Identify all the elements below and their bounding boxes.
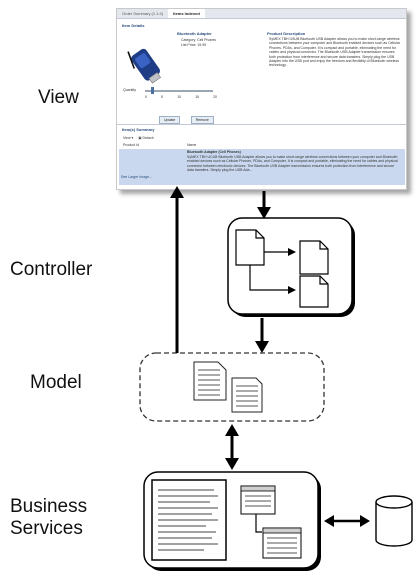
slider-tick: 5 xyxy=(161,95,163,99)
product-description-text: SyMEX TBH USUB Bluetooth USB Adapter all… xyxy=(269,37,400,68)
tab-order-summary[interactable]: Order Summary (1.1.0) xyxy=(122,11,164,16)
detach-label: Detach xyxy=(142,136,154,140)
item-actions: Update Remove xyxy=(159,108,214,126)
controller-layer-label: Controller xyxy=(10,259,93,280)
controller-doc-top-icon xyxy=(235,229,265,266)
controller-doc-right-upper-icon xyxy=(299,240,329,275)
list-price-value: 19.99 xyxy=(197,43,207,47)
business-database-bidirectional-arrow xyxy=(324,515,370,527)
controller-doc-right-lower-icon xyxy=(299,275,329,308)
quantity-slider-ticks: 0 5 10 15 20 xyxy=(145,95,217,99)
see-larger-image-link[interactable]: See Larger Image... xyxy=(121,175,152,179)
col-name: Name xyxy=(187,143,197,147)
product-description-heading: Product Description xyxy=(267,31,306,36)
slider-tick: 20 xyxy=(213,95,217,99)
business-main-document-icon xyxy=(151,479,227,561)
business-doc-connector xyxy=(255,514,262,533)
view-to-controller-arrow xyxy=(257,191,271,219)
model-box xyxy=(139,352,325,422)
view-layer-label: View xyxy=(38,87,79,108)
list-price-row: List Price: 19.99 xyxy=(181,43,206,47)
controller-flow-arrows xyxy=(249,248,296,294)
category-row: Category: Cell Phones xyxy=(181,38,216,42)
col-product-id: Product Id xyxy=(123,143,139,147)
controller-to-model-arrow xyxy=(255,318,269,353)
business-doc-lower-icon xyxy=(262,527,302,559)
business-services-layer-label: Business Services xyxy=(10,496,87,540)
model-business-bidirectional-arrow xyxy=(225,424,239,470)
quantity-slider-thumb[interactable] xyxy=(151,87,154,94)
business-services-box xyxy=(143,471,321,571)
tab-items-indexed[interactable]: Items Indexed xyxy=(168,9,205,18)
item-details-heading: Item Details xyxy=(122,23,145,28)
update-button[interactable]: Update xyxy=(159,116,181,124)
model-doc-front-icon xyxy=(231,377,263,413)
database-icon xyxy=(375,495,413,547)
detach-button[interactable]: ▣ Detach xyxy=(138,136,153,140)
slider-tick: 0 xyxy=(145,95,147,99)
quantity-label: Quantity xyxy=(123,88,137,92)
slider-tick: 15 xyxy=(195,95,199,99)
category-label: Category: xyxy=(181,38,197,42)
model-to-view-arrow xyxy=(170,186,184,353)
summary-toolbar: View ▾ ▣ Detach xyxy=(123,136,154,140)
table-row[interactable]: See Larger Image... Bluetooth Adapter (C… xyxy=(119,149,405,185)
view-menu[interactable]: View ▾ xyxy=(123,136,134,140)
items-summary-heading: Item(s) Summary xyxy=(122,127,155,132)
detach-icon: ▣ xyxy=(138,136,142,140)
screenshot-tab-bar: Order Summary (1.1.0) Items Indexed xyxy=(117,9,406,19)
business-doc-upper-icon xyxy=(240,485,276,515)
slider-tick: 10 xyxy=(177,95,181,99)
category-value: Cell Phones xyxy=(197,38,217,42)
business-label-line1: Business xyxy=(10,496,88,517)
model-layer-label: Model xyxy=(30,372,82,393)
row-description: SyMEX TBH UCUB Bluetooth USB Adapter all… xyxy=(187,155,398,173)
controller-box xyxy=(227,217,355,317)
business-label-line2: Services xyxy=(10,518,83,539)
list-price-label: List Price: xyxy=(181,43,197,47)
quantity-slider-track[interactable] xyxy=(145,90,213,92)
row-name: Bluetooth Adapter (Cell Phones) xyxy=(187,150,241,154)
remove-button[interactable]: Remove xyxy=(190,116,214,124)
section-divider xyxy=(117,124,406,125)
model-doc-back-icon xyxy=(193,361,227,401)
view-screenshot: Order Summary (1.1.0) Items Indexed Item … xyxy=(116,8,407,190)
usb-adapter-image xyxy=(127,48,162,84)
item-name: Bluetooth Adapter xyxy=(177,31,212,36)
